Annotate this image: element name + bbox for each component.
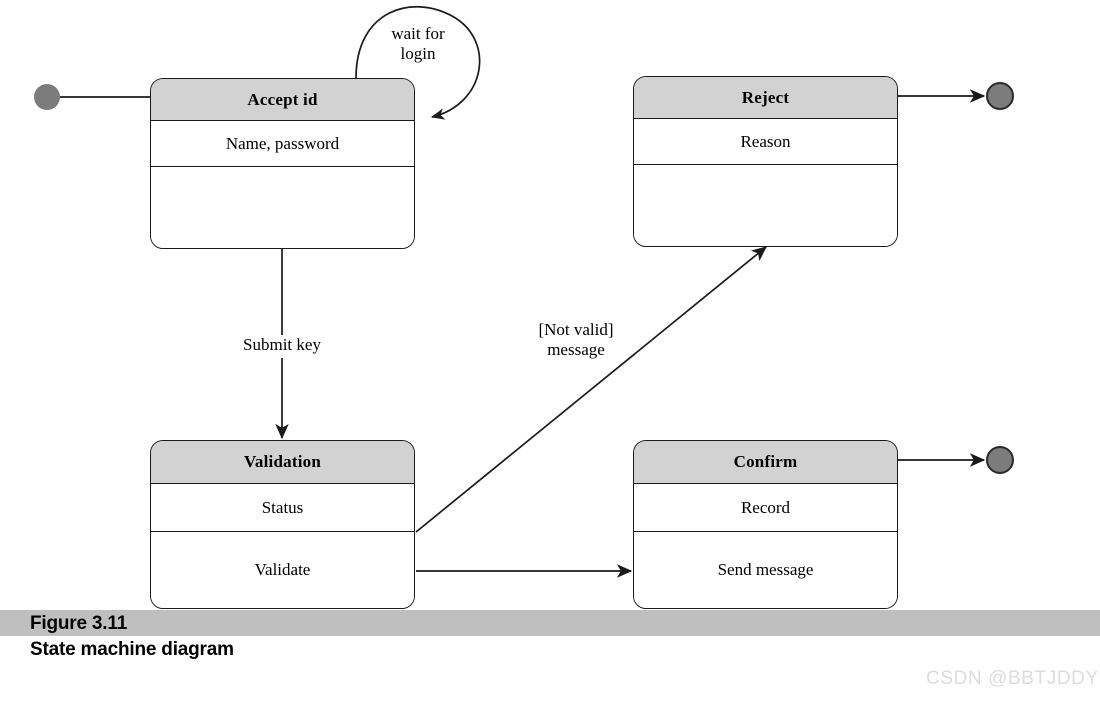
transition-label-submit-key: Submit key — [243, 335, 321, 354]
state-confirm[interactable]: Confirm Record Send message — [633, 440, 898, 609]
state-validation-name: Validation — [151, 441, 414, 484]
state-accept-id-name: Accept id — [151, 79, 414, 121]
state-validation[interactable]: Validation Status Validate — [150, 440, 415, 609]
state-confirm-operations: Send message — [634, 532, 897, 608]
state-confirm-name: Confirm — [634, 441, 897, 484]
transition-validation-to-reject — [415, 246, 767, 533]
transition-label-wait-for-login: wait for login — [391, 24, 445, 63]
transition-label-not-valid-message: [Not valid] message — [538, 320, 614, 360]
state-validation-operations: Validate — [151, 532, 414, 608]
figure-title: State machine diagram — [30, 639, 234, 660]
caption-band — [0, 610, 1100, 636]
state-reject-name: Reject — [634, 77, 897, 119]
state-accept-id-attributes: Name, password — [151, 121, 414, 167]
transition-accept-self-loop — [355, 5, 481, 120]
state-reject[interactable]: Reject Reason — [633, 76, 898, 247]
final-state-node-confirm[interactable] — [986, 446, 1014, 474]
final-state-node-reject[interactable] — [986, 82, 1014, 110]
figure-number: Figure 3.11 — [30, 613, 128, 634]
state-reject-operations — [634, 165, 897, 246]
state-reject-attributes: Reason — [634, 119, 897, 165]
initial-state-node[interactable] — [34, 84, 60, 110]
state-accept-id-operations — [151, 167, 414, 248]
state-accept-id[interactable]: Accept id Name, password — [150, 78, 415, 249]
state-validation-attributes: Status — [151, 484, 414, 532]
watermark-text: CSDN @BBTJDDY — [926, 668, 1099, 689]
state-confirm-attributes: Record — [634, 484, 897, 532]
